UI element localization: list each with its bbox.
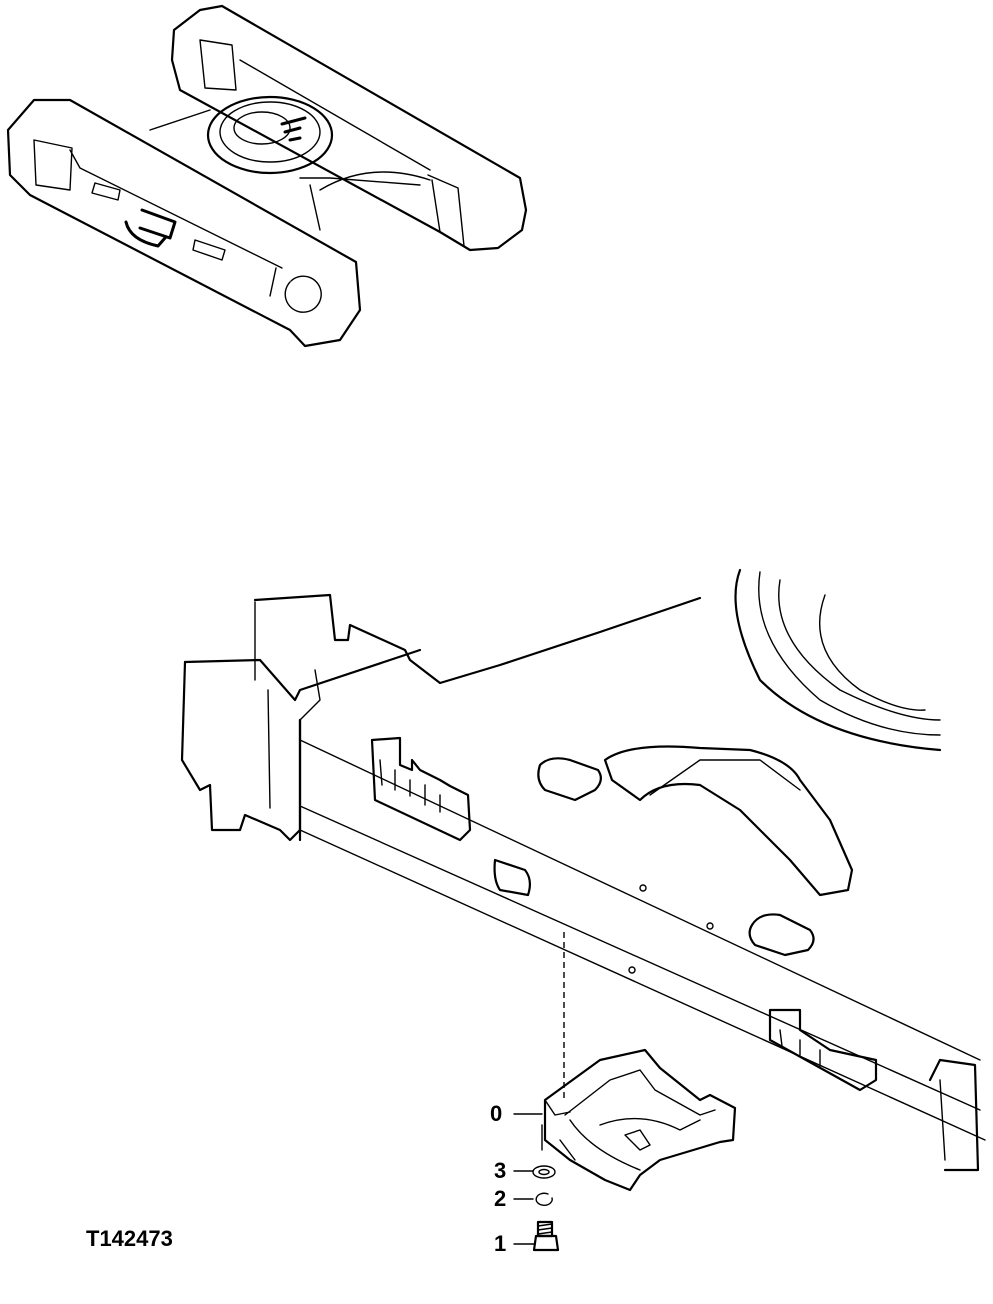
figure-id: T142473 bbox=[86, 1226, 173, 1251]
callout-2: 2 bbox=[494, 1186, 507, 1211]
callout-0: 0 bbox=[490, 1101, 503, 1126]
callout-1: 1 bbox=[494, 1231, 507, 1256]
callout-3: 3 bbox=[494, 1158, 507, 1183]
